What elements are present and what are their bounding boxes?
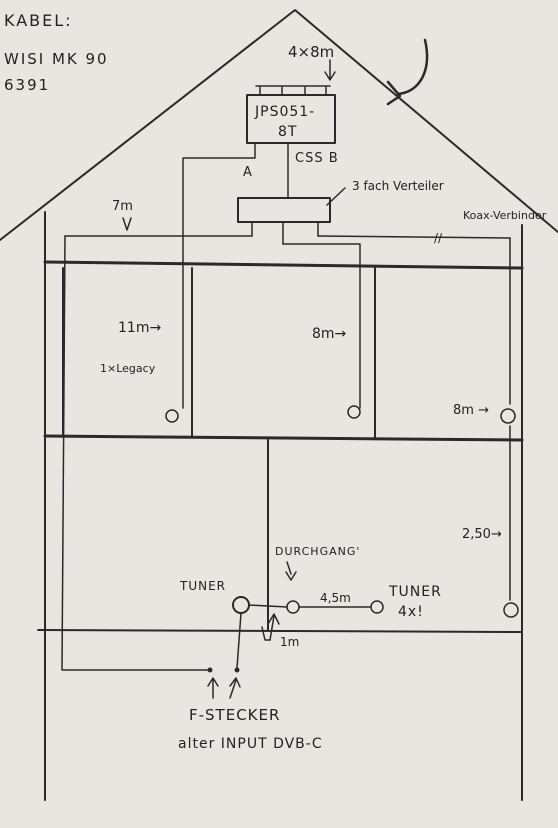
- short-run-arrow: [267, 613, 280, 641]
- outlet-room3: [500, 408, 516, 424]
- tuner-right-outlet: [370, 600, 384, 614]
- f-stecker-label: F-STECKER: [189, 706, 280, 724]
- splitter-box: [237, 197, 331, 223]
- port-b-label: CSS B: [295, 151, 339, 166]
- feed-arrow: [324, 59, 336, 81]
- left-feed-line: [61, 235, 211, 671]
- multiswitch-box: [246, 94, 336, 144]
- code-label: 6391: [4, 76, 50, 94]
- dish-arrow-head: [386, 80, 402, 106]
- tuner-right-count: 4x!: [398, 604, 424, 620]
- tuner-left-outlet: [232, 596, 250, 614]
- dish-arrow: [396, 38, 429, 96]
- tuner-left-label: TUNER: [179, 579, 226, 593]
- koax-mark: //: [434, 231, 443, 245]
- room1-length: 11m→: [118, 320, 161, 336]
- port-a-label: A: [243, 165, 252, 180]
- short-run-bracket: [261, 626, 271, 641]
- durchgang-label: DURCHGANG': [275, 545, 360, 558]
- f-arrow-left: [207, 677, 219, 699]
- room3-length: 8m →: [453, 403, 489, 418]
- room2-length: 8m→: [312, 326, 347, 342]
- upper-floor-line: [43, 260, 524, 270]
- splitter-label: 3 fach Verteiler: [352, 179, 444, 193]
- middle-distribution: [282, 243, 361, 409]
- switch-line1: JPS051-: [254, 104, 315, 120]
- outlet-room1: [165, 409, 179, 423]
- tuner-drop: [236, 612, 242, 669]
- f-plug-left: [207, 667, 213, 673]
- splitter-pointer: [326, 187, 346, 206]
- outlet-lower-right: [503, 602, 519, 618]
- kabel-label: KABEL:: [4, 11, 73, 30]
- model-label: WISI MK 90: [4, 50, 109, 68]
- outlet-room2: [347, 405, 361, 419]
- right-distribution: [317, 235, 511, 239]
- tuner-link: [248, 604, 372, 608]
- switch-inputs: [255, 85, 331, 96]
- durchgang-outlet: [286, 600, 300, 614]
- splitter-outputs: [251, 221, 319, 245]
- left-run-label: 7m: [112, 199, 133, 214]
- cable-top-label: 4×8m: [288, 43, 334, 61]
- lower-right-length: 2,50→: [462, 527, 502, 542]
- room1-note: 1×Legacy: [100, 362, 156, 375]
- switch-line2: 8T: [278, 124, 297, 140]
- f-plug-right: [234, 667, 240, 673]
- line-a: [182, 142, 256, 409]
- koax-label: Koax-Verbinder: [463, 209, 547, 222]
- short-run-length: 1m: [280, 635, 299, 649]
- middle-floor-line: [43, 434, 524, 442]
- ground-floor-line: [37, 629, 523, 633]
- durchgang-arrow: [285, 561, 297, 581]
- tuner-gap-length: 4,5m: [320, 591, 351, 605]
- input-label: alter INPUT DVB-C: [178, 736, 323, 752]
- f-arrow-right: [229, 677, 241, 699]
- tuner-right-label: TUNER: [388, 584, 442, 600]
- roof-line: [0, 9, 558, 241]
- left-run-arrow: [122, 217, 132, 231]
